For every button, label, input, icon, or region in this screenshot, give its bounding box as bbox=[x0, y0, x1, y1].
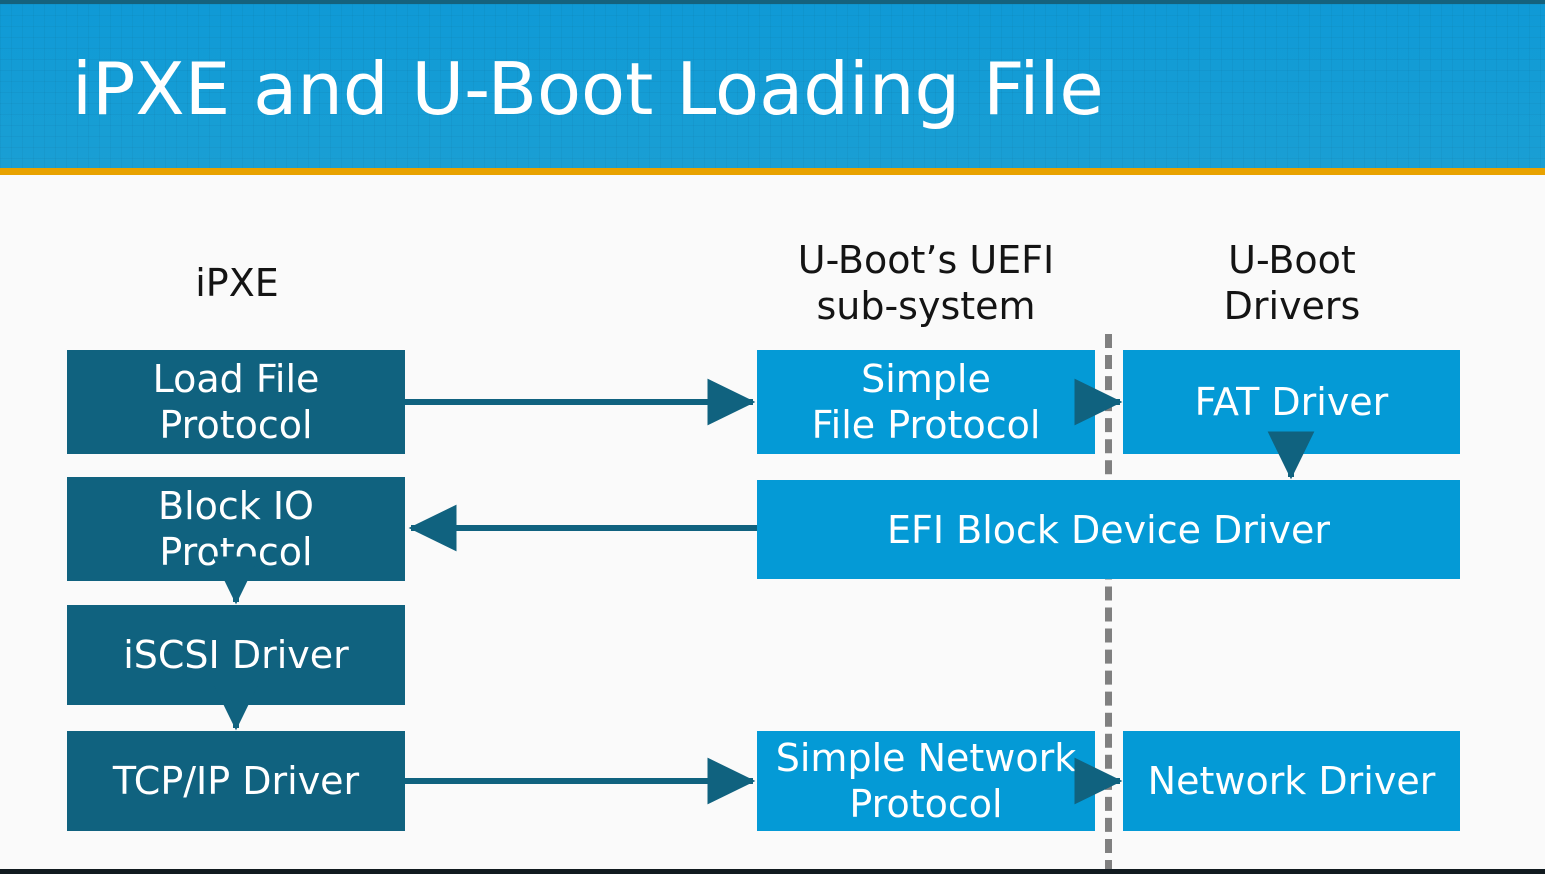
box-network-driver[interactable]: Network Driver bbox=[1123, 731, 1460, 831]
slide-bottom-edge bbox=[0, 869, 1545, 874]
box-fat-driver[interactable]: FAT Driver bbox=[1123, 350, 1460, 454]
box-simple-file-protocol[interactable]: Simple File Protocol bbox=[757, 350, 1095, 454]
box-efi-block-device-driver[interactable]: EFI Block Device Driver bbox=[757, 480, 1460, 579]
slide-header-banner bbox=[0, 0, 1545, 168]
box-simple-network-protocol[interactable]: Simple Network Protocol bbox=[757, 731, 1095, 831]
column-heading-uboot-uefi-subsystem: U-Boot’s UEFI sub-system bbox=[797, 238, 1055, 328]
box-iscsi-driver[interactable]: iSCSI Driver bbox=[67, 605, 405, 705]
box-load-file-protocol[interactable]: Load File Protocol bbox=[67, 350, 405, 454]
column-heading-uboot-drivers: U-Boot Drivers bbox=[1223, 238, 1361, 328]
uefi-driver-boundary-divider bbox=[1105, 334, 1112, 874]
column-heading-ipxe: iPXE bbox=[195, 261, 279, 305]
header-accent-rule bbox=[0, 168, 1545, 175]
box-tcpip-driver[interactable]: TCP/IP Driver bbox=[67, 731, 405, 831]
box-block-io-protocol[interactable]: Block IO Protocol bbox=[67, 477, 405, 581]
page-title: iPXE and U-Boot Loading File bbox=[72, 47, 1104, 131]
